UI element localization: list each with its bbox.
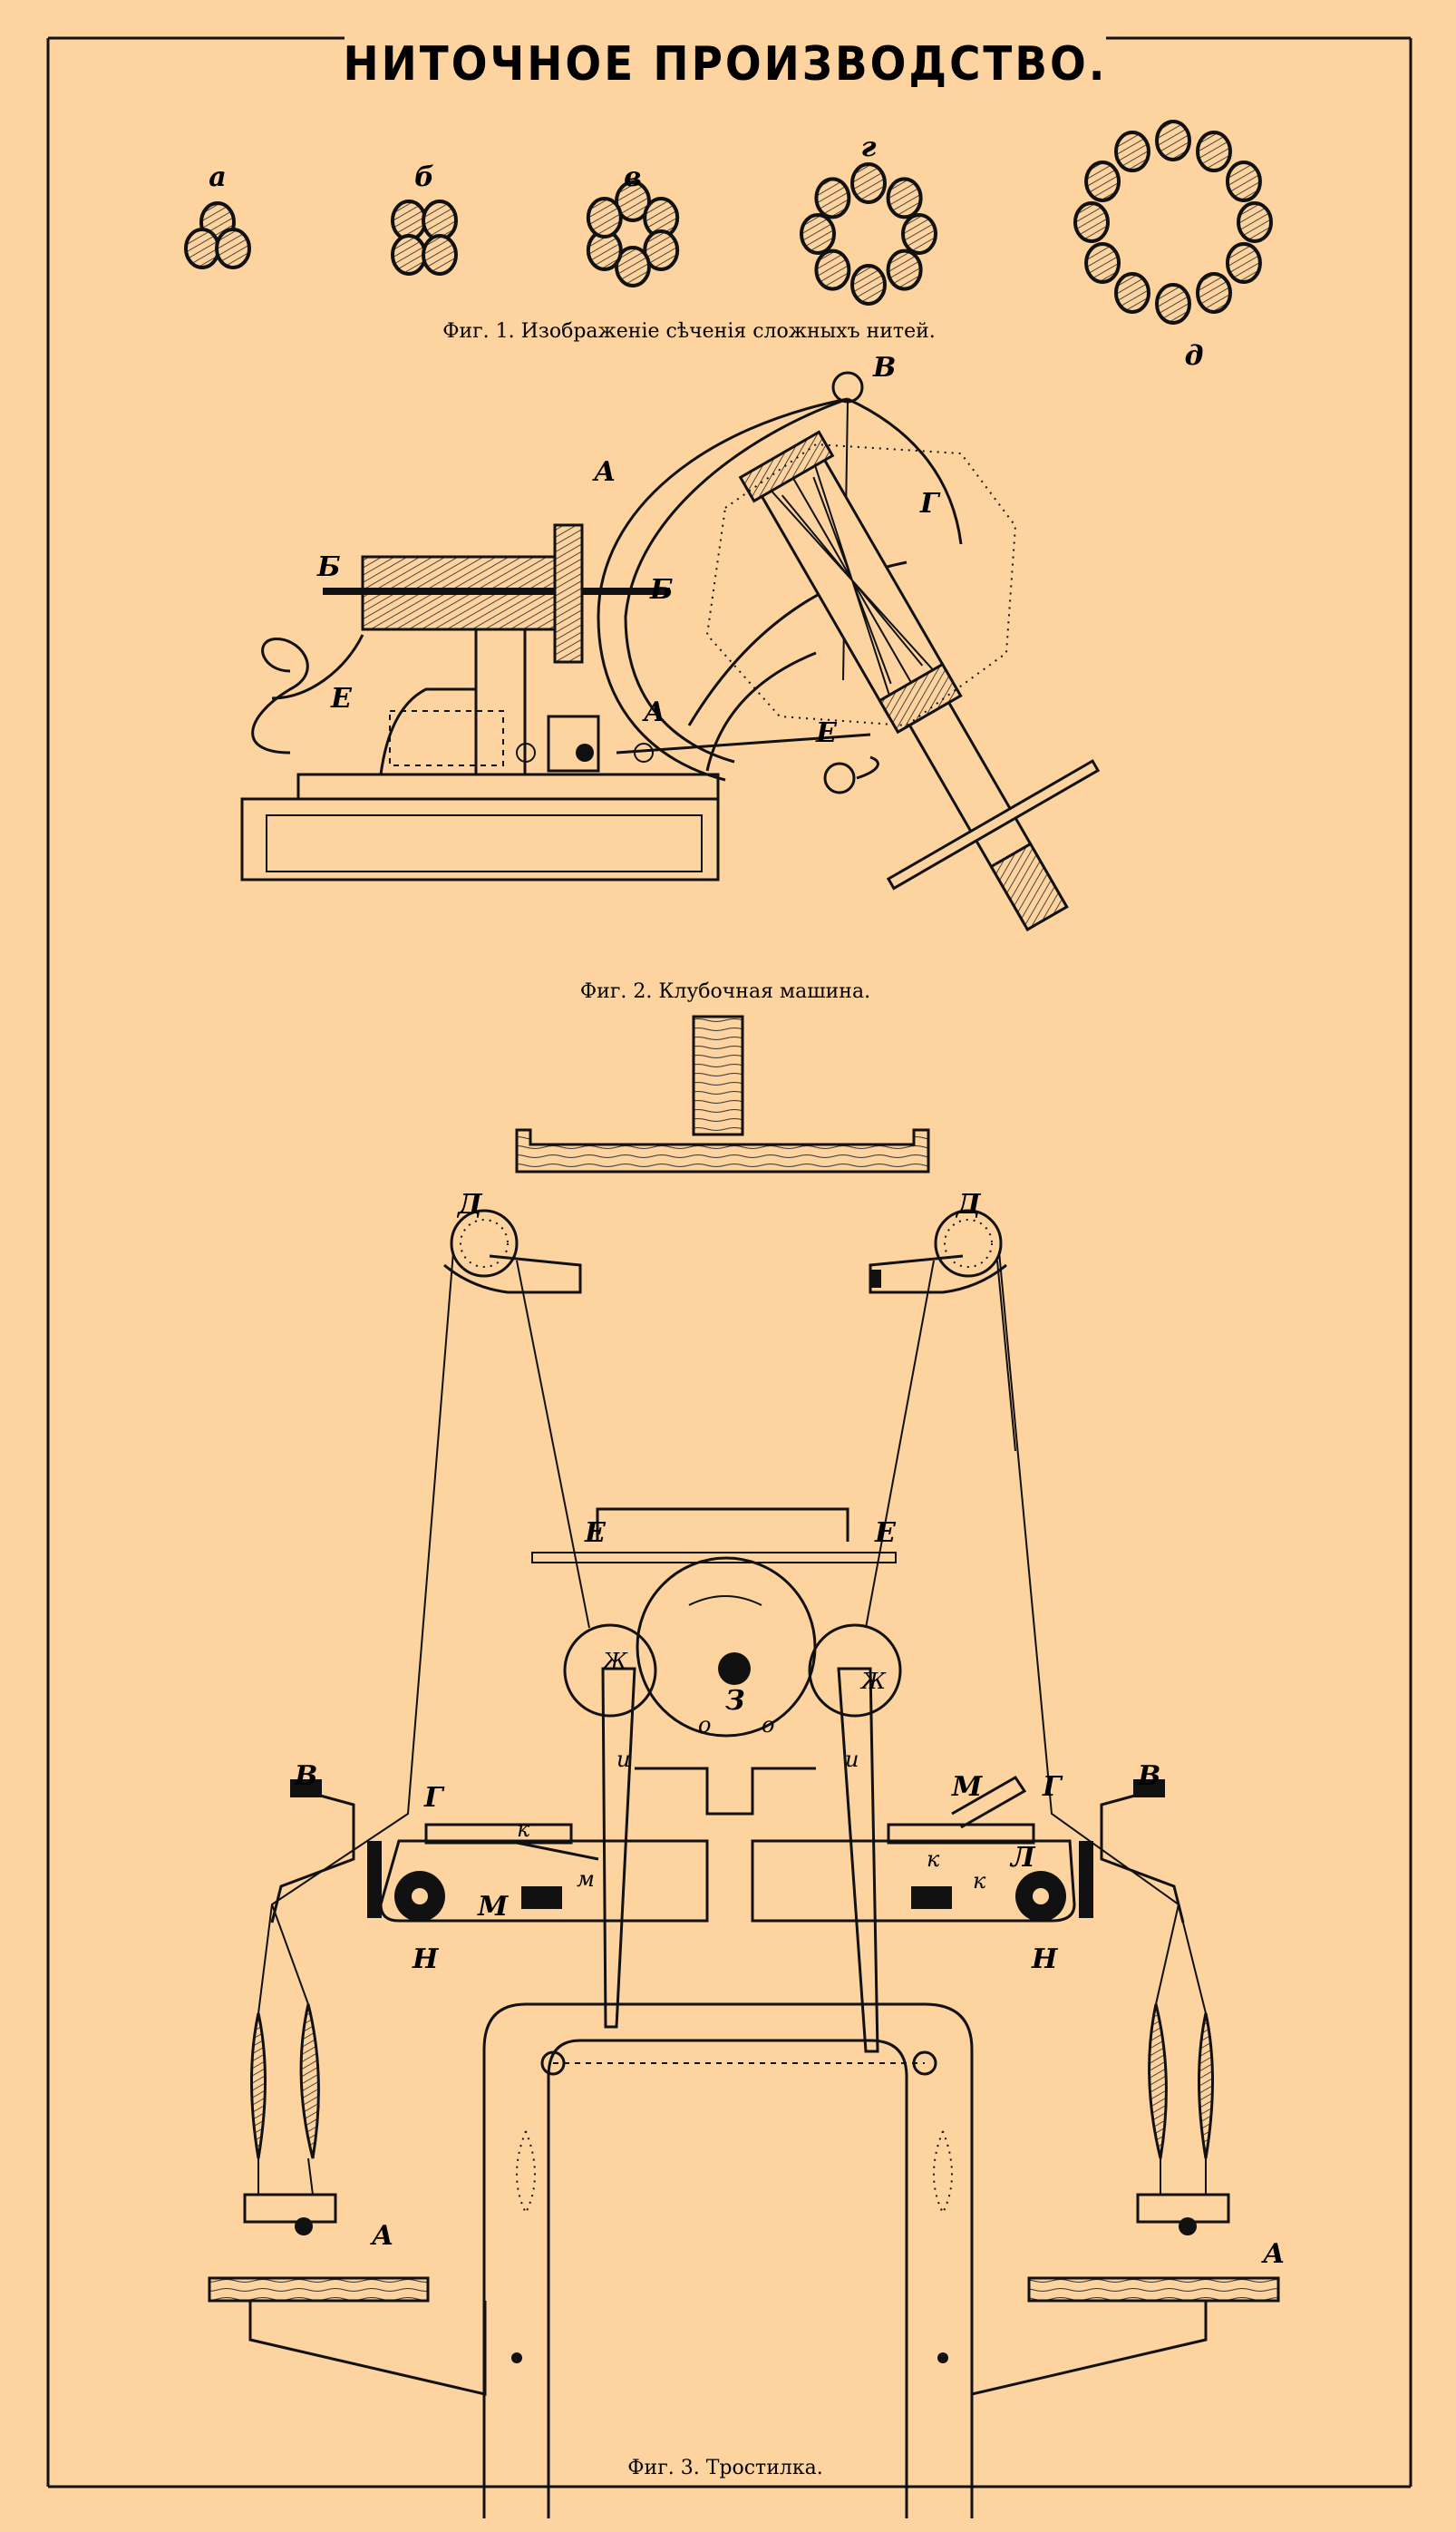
- fig3-label-l2: Л: [1009, 1842, 1036, 1874]
- fig3-label-i1: и: [616, 1747, 630, 1772]
- fiber-cross-section: [391, 234, 427, 276]
- fiber-cross-section: [1237, 201, 1273, 243]
- fig3-label-d2: Д: [955, 1189, 982, 1221]
- fiber-cross-section: [422, 200, 458, 241]
- fig3-label-m1: м: [577, 1866, 595, 1892]
- fiber-cross-section: [1155, 120, 1191, 161]
- fiber-cross-section: [886, 177, 923, 219]
- fig3-label-M1: М: [477, 1891, 509, 1923]
- fiber-cross-section: [1073, 201, 1110, 243]
- fiber-cross-section: [422, 234, 458, 276]
- fiber-cross-section: [643, 229, 680, 271]
- fig3-caption: Фиг. 3. Тростилка.: [627, 2457, 822, 2479]
- plate-frame: [46, 36, 1412, 2488]
- fiber-cross-section: [814, 248, 851, 291]
- fig3-label-zh1: Ж: [601, 1649, 628, 1674]
- fiber-cross-section: [1225, 242, 1262, 284]
- fig3-label-a2: А: [1261, 2238, 1285, 2270]
- fig3-label-M2: М: [951, 1771, 983, 1803]
- fig3-label-v2: В: [1137, 1760, 1160, 1792]
- fiber-cross-section: [1155, 283, 1191, 325]
- fiber-cross-section: [1114, 131, 1150, 173]
- fig2-label-e1: Е: [330, 683, 353, 715]
- fiber-cross-section: [1084, 161, 1121, 202]
- fig3-label-g1: Г: [423, 1782, 445, 1814]
- fig1-label-a: а: [209, 161, 226, 193]
- fiber-cross-section: [215, 228, 251, 269]
- fiber-cross-section: [1225, 161, 1262, 202]
- fig2-label-e2: Е: [815, 717, 838, 749]
- fig1-caption: Фиг. 1. Изображеніе сѣченія сложныхъ нит…: [442, 320, 936, 343]
- fig2-label-b2: Б: [649, 574, 674, 606]
- fig2-label-b1: Б: [316, 551, 341, 583]
- fig2-label-a2: А: [642, 696, 665, 728]
- fig1-label-v: в: [624, 161, 642, 193]
- fig3-label-n1: Н: [412, 1943, 440, 1975]
- fiber-cross-section: [886, 248, 923, 291]
- fig3-twisting-frame: [208, 1015, 1280, 2518]
- fig3-label-k2: к: [927, 1846, 940, 1872]
- fiber-cross-section: [184, 228, 220, 269]
- fiber-cross-section: [615, 180, 651, 222]
- fiber-cross-section: [1084, 242, 1121, 284]
- fig3-label-g2: Г: [1042, 1771, 1063, 1803]
- fig3-label-d1: Д: [456, 1189, 483, 1221]
- fig1-label-g: г: [861, 131, 877, 163]
- fig2-label-a1: А: [592, 456, 616, 488]
- fig1-thread-cross-sections: [184, 120, 1273, 325]
- fiber-cross-section: [615, 246, 651, 287]
- plate-title: НИТОЧНОЕ ПРОИЗВОДСТВО.: [343, 37, 1107, 92]
- fig3-label-e2: Е: [874, 1517, 897, 1549]
- fig3-label-n2: Н: [1031, 1943, 1059, 1975]
- fig3-label-o1: о: [698, 1712, 711, 1738]
- fig3-label-a1: А: [370, 2220, 393, 2252]
- fiber-cross-section: [901, 213, 937, 255]
- fiber-cross-section: [850, 162, 887, 204]
- fig3-label-v1: В: [294, 1760, 317, 1792]
- fiber-cross-section: [1196, 271, 1232, 314]
- fig2-label-g: Г: [919, 488, 941, 520]
- fiber-cross-section: [850, 264, 887, 306]
- fiber-cross-section: [1114, 271, 1150, 314]
- fig3-label-o2: о: [762, 1712, 774, 1738]
- fig1-label-b: б: [414, 161, 434, 193]
- fig3-label-zh2: Ж: [859, 1669, 887, 1694]
- fiber-cross-section: [391, 200, 427, 241]
- fig3-label-e1: Е: [584, 1517, 607, 1549]
- fig2-label-v: В: [872, 352, 896, 384]
- fig2-caption: Фиг. 2. Клубочная машина.: [580, 980, 870, 1003]
- fiber-cross-section: [586, 197, 623, 239]
- fig3-label-z: З: [725, 1685, 745, 1717]
- fig1-label-d: д: [1185, 340, 1204, 372]
- fiber-cross-section: [1196, 131, 1232, 173]
- fig2-ball-winding-machine: [240, 371, 1101, 931]
- fiber-cross-section: [814, 177, 851, 219]
- fiber-cross-section: [800, 213, 836, 255]
- fig3-label-k3: к: [973, 1868, 986, 1894]
- fig3-label-k1: к: [517, 1816, 530, 1842]
- fig3-label-i2: и: [845, 1747, 859, 1772]
